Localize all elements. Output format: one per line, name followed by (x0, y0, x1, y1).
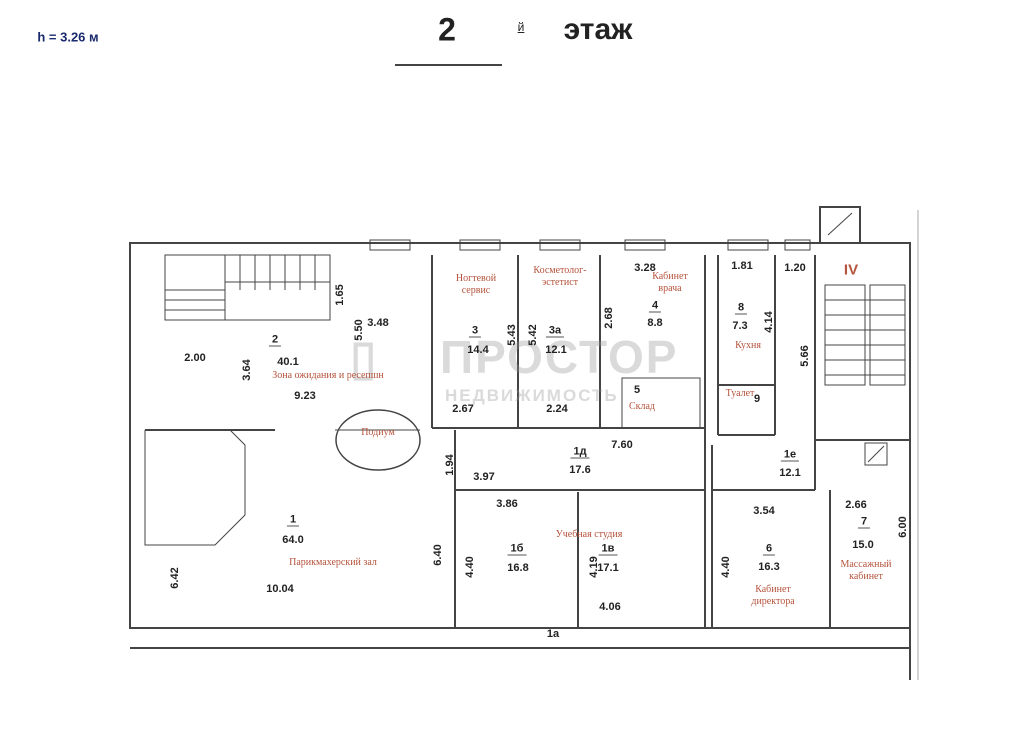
dimension: 5.43 (506, 324, 518, 346)
room-1-area: 64.0 (282, 534, 304, 546)
dimension: 3.86 (496, 498, 518, 510)
dimension: 3.28 (634, 262, 656, 274)
room-4-name: Кабинет врача (652, 271, 688, 294)
dimension: 3.48 (367, 317, 389, 329)
room-1a-number: 1а (546, 628, 560, 640)
room-2-number: 2 (268, 334, 282, 347)
room-8-name: Кухня (735, 340, 761, 351)
room-3a-name: Косметолог-эстетист (533, 265, 587, 288)
dimension: 10.04 (266, 583, 294, 595)
ceiling-height: h = 3.26 м (37, 29, 99, 45)
dimension: 2.00 (184, 352, 206, 364)
dimension: 2.24 (546, 403, 568, 415)
study-name: Учебная студия (555, 529, 623, 540)
room-1e-area: 12.1 (779, 467, 801, 479)
room-1v-number: 1в (598, 543, 618, 556)
room-1b-number: 1б (507, 543, 527, 556)
dimension: 3.64 (241, 359, 253, 381)
dimension: 9.23 (294, 390, 316, 402)
room-3-name: Ногтевой сервис (455, 273, 497, 296)
room-7-number: 7 (857, 516, 871, 529)
staircase-iv (824, 284, 906, 386)
room-6-number: 6 (762, 543, 776, 556)
room-9-name: Туалет (725, 388, 755, 399)
dimension: 7.60 (611, 439, 633, 451)
room-3-area: 14.4 (467, 344, 489, 356)
dimension: 4.06 (599, 601, 621, 613)
room-3a-area: 12.1 (545, 344, 567, 356)
room-4-number: 4 (648, 300, 662, 313)
room-6-area: 16.3 (758, 561, 780, 573)
dimension: 4.14 (763, 311, 775, 333)
room-1b-area: 16.8 (507, 562, 529, 574)
podium-name: Подиум (361, 427, 395, 438)
storage-room (621, 377, 701, 429)
dimension: 1.20 (784, 262, 806, 274)
room-7-area: 15.0 (852, 539, 874, 551)
dimension: 5.66 (799, 345, 811, 367)
elevator-shaft (819, 206, 861, 244)
podium-shape (335, 409, 421, 471)
room-1-number: 1 (286, 514, 300, 527)
room-5-number: 5 (633, 384, 641, 396)
watermark-line1: ПРОСТОР (440, 331, 679, 383)
room-8-area: 7.3 (732, 320, 748, 332)
floor-word: этаж (563, 13, 633, 46)
dimension: 4.40 (464, 556, 476, 578)
room-7-name: Массажный кабинет (840, 559, 892, 582)
room-1-name: Парикмахерский зал (289, 557, 377, 568)
staircase-left (164, 254, 331, 321)
dimension: 4.19 (588, 556, 600, 578)
dimension: 6.00 (897, 516, 909, 538)
dimension: 3.54 (753, 505, 775, 517)
dimension: 4.40 (720, 556, 732, 578)
dimension: 6.40 (432, 544, 444, 566)
dimension: 1.65 (334, 284, 346, 306)
room-5-name: Склад (628, 401, 656, 412)
room-3-number: 3 (468, 325, 482, 338)
room-1v-area: 17.1 (597, 562, 619, 574)
dimension: 2.67 (452, 403, 474, 415)
watermark-line2: НЕДВИЖИМОСТЬ (445, 386, 619, 405)
room-1d-number: 1д (570, 446, 590, 459)
dimension: 5.42 (527, 324, 539, 346)
dimension: 2.66 (845, 499, 867, 511)
room-1e-number: 1е (780, 449, 800, 462)
room-2-area: 40.1 (277, 356, 299, 368)
dimension: 5.50 (353, 319, 365, 341)
floor-suffix: й (517, 20, 525, 34)
stair-label: IV (843, 261, 859, 279)
dimension: 1.81 (731, 260, 753, 272)
room-9-number: 9 (753, 393, 761, 405)
dimension: 6.42 (169, 567, 181, 589)
floor-number: 2 (438, 11, 456, 48)
dimension: 2.68 (603, 307, 615, 329)
dimension: 1.94 (444, 454, 456, 476)
room-6-name: Кабинет директора (751, 584, 795, 607)
room-4-area: 8.8 (647, 317, 663, 329)
room-3a-number: 3а (545, 325, 565, 338)
room-8-number: 8 (734, 302, 748, 315)
room-1d-area: 17.6 (569, 464, 591, 476)
room-2-name: Зона ожидания и ресепшн (272, 370, 384, 381)
watermark-logo: ▯ (350, 332, 377, 385)
dimension: 3.97 (473, 471, 495, 483)
